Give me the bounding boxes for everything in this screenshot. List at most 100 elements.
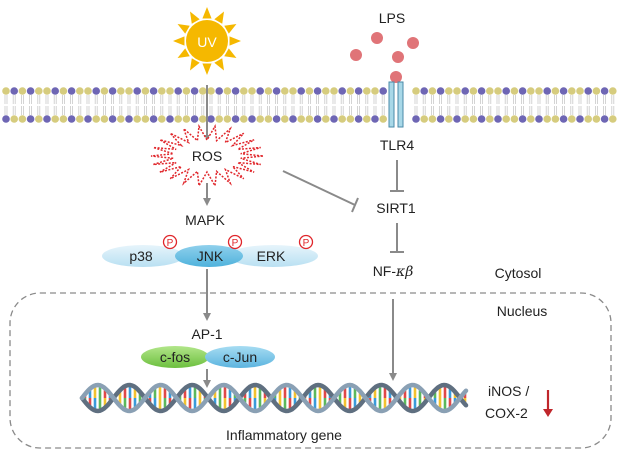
lipid-head [51, 87, 59, 95]
cfos-protein [141, 346, 209, 368]
lipid-head [322, 87, 330, 95]
lipid-head [592, 115, 601, 123]
sun-ray [177, 48, 190, 58]
sun-ray [224, 24, 237, 34]
lipid-head [412, 115, 420, 123]
lipid-head [10, 115, 18, 123]
p38-kinase [102, 245, 184, 267]
p38-label: p38 [129, 248, 153, 264]
lipid-head [289, 115, 297, 123]
lipid-head [248, 87, 256, 95]
sun-ray [190, 58, 200, 71]
nucleus-boundary [9, 292, 612, 449]
phospho-badge-p38: P [162, 234, 178, 250]
dna-helix-icon [79, 382, 469, 414]
lipid-head [199, 115, 207, 123]
lps-particles [350, 32, 419, 83]
lipid-head [346, 87, 355, 95]
lipid-head [264, 87, 273, 95]
lipid-head [231, 87, 240, 95]
lps-particle [350, 49, 362, 61]
erk-label: ERK [257, 248, 286, 264]
lipid-head [149, 87, 158, 95]
cox2-label: COX-2 [485, 405, 528, 421]
lipid-head [67, 87, 76, 95]
lipid-head [559, 115, 568, 123]
lipid-head [313, 87, 322, 95]
lipid-head [108, 115, 117, 123]
cfos-label: c-fos [160, 349, 190, 365]
lipid-head [486, 87, 494, 95]
lipid-head [518, 87, 527, 95]
lipid-head [223, 87, 232, 95]
lipid-head [330, 115, 338, 123]
lipid-head [125, 87, 133, 95]
lipid-head [18, 115, 27, 123]
lipid-head [108, 87, 117, 95]
lipid-head [535, 115, 543, 123]
ros-inhibits-sirt1 [282, 170, 356, 206]
nucleus-label: Nucleus [497, 303, 548, 319]
mapk-label: MAPK [185, 212, 225, 228]
ros-label: ROS [192, 148, 222, 164]
lipid-head [568, 87, 576, 95]
sirt1-label: SIRT1 [376, 200, 416, 216]
lipid-head [305, 87, 314, 95]
mapk-kinases: p38 JNK ERK P P P [102, 234, 318, 267]
lipid-head [461, 115, 470, 123]
lipid-head [141, 115, 150, 123]
lipid-head [76, 115, 84, 123]
lipid-head [379, 115, 388, 123]
lipid-head [338, 87, 347, 95]
lipid-head [502, 115, 511, 123]
lipid-head [559, 87, 568, 95]
lipid-head [412, 87, 420, 95]
lipid-head [100, 87, 109, 95]
ap1-label: AP-1 [191, 326, 222, 342]
lipid-head [272, 115, 281, 123]
lipid-head [600, 115, 609, 123]
lipid-head [428, 87, 437, 95]
lipid-head [486, 115, 494, 123]
lipid-head [551, 115, 560, 123]
lipid-head [346, 115, 355, 123]
jnk-label: JNK [197, 248, 224, 264]
lipid-head [354, 87, 363, 95]
lipid-head [363, 87, 371, 95]
lipid-head [215, 115, 223, 123]
lps-particle [371, 32, 383, 44]
lipid-head [428, 115, 437, 123]
lipid-head [190, 115, 199, 123]
lipid-head [469, 87, 478, 95]
lipid-head [518, 115, 527, 123]
phospho-badge-jnk: P [227, 234, 243, 250]
lipid-head [584, 87, 592, 95]
cytosol-label: Cytosol [495, 265, 542, 281]
lipid-head [35, 87, 43, 95]
lipid-head [297, 87, 306, 95]
lipid-head [330, 87, 338, 95]
lps-particle [407, 37, 419, 49]
lipid-head [338, 115, 347, 123]
lipid-head [158, 87, 166, 95]
lipid-head [182, 115, 191, 123]
lipid-head [354, 115, 363, 123]
lipid-head [133, 87, 141, 95]
lipid-head [117, 87, 125, 95]
lipid-head [215, 87, 223, 95]
sun-ray [177, 24, 190, 34]
svg-text:P: P [167, 238, 174, 249]
lipid-head [35, 115, 43, 123]
lipid-head [543, 87, 551, 95]
lipid-head [281, 115, 289, 123]
lipid-head [59, 115, 68, 123]
lipid-head [527, 115, 535, 123]
lipid-head [445, 115, 453, 123]
lipid-head [453, 87, 461, 95]
svg-text:P: P [232, 238, 239, 249]
lipid-head [420, 115, 429, 123]
uv-sun-icon: UV [173, 7, 241, 75]
jnk-kinase [175, 245, 243, 267]
lipid-head [551, 87, 560, 95]
